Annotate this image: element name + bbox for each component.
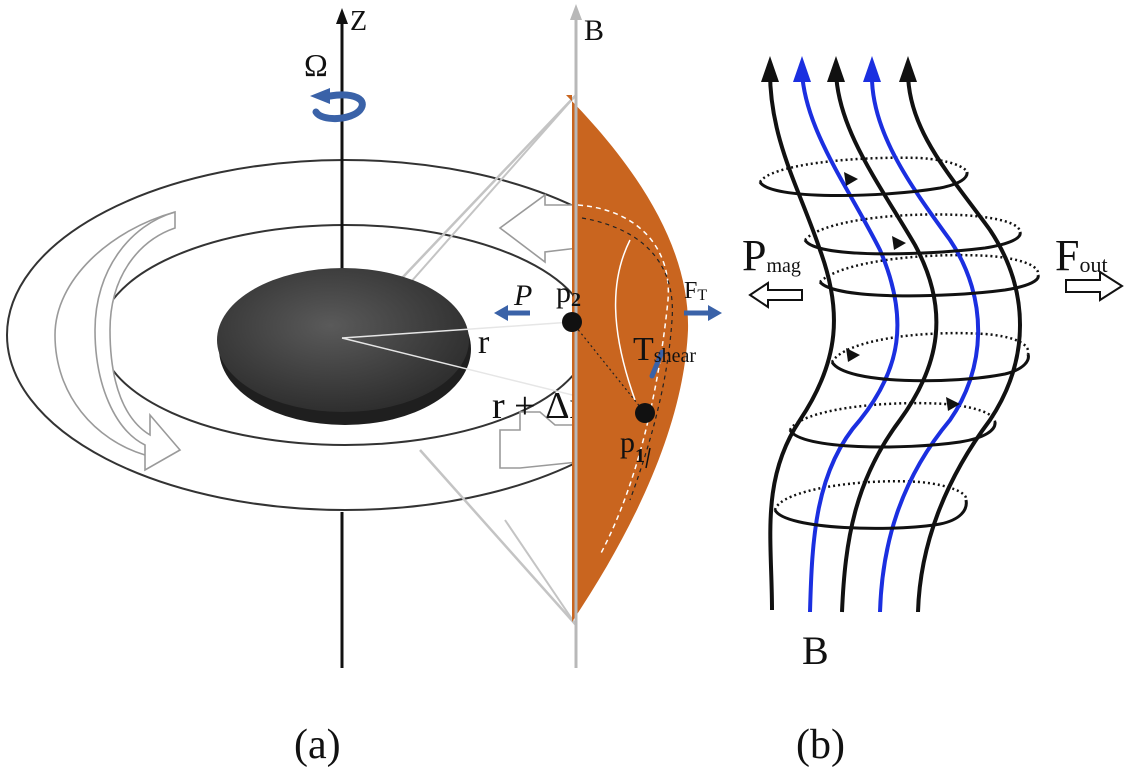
rotation-arrow-icon bbox=[312, 91, 366, 122]
p1-subscript: 1 bbox=[635, 445, 645, 467]
svg-text:p1: p1 bbox=[620, 426, 645, 467]
p1-label: p bbox=[620, 426, 635, 459]
rotation-arrowhead bbox=[310, 88, 330, 104]
p1-tick bbox=[645, 447, 651, 469]
point-p2 bbox=[562, 312, 582, 332]
field-line-blue-2 bbox=[869, 71, 981, 613]
cone-line-top-right bbox=[394, 94, 577, 301]
b-axis-arrowhead bbox=[570, 4, 582, 20]
flux-wedge-black-dashed bbox=[581, 217, 673, 501]
force-label: F bbox=[684, 278, 697, 304]
circulation-arrow-right-bottom bbox=[499, 411, 579, 469]
pmag-subscript: mag bbox=[766, 255, 800, 277]
svg-text:Fout: Fout bbox=[1055, 231, 1108, 280]
helix-loops-front bbox=[758, 171, 1040, 530]
point-p1 bbox=[635, 403, 655, 423]
fout-arrow bbox=[1065, 270, 1124, 302]
svg-text:Tshear: Tshear bbox=[633, 331, 696, 368]
cone-line-bottom-2 bbox=[504, 519, 577, 626]
omega-label: Ω bbox=[304, 47, 328, 83]
circulation-arrow-left bbox=[94, 210, 182, 472]
force-arrowhead bbox=[708, 305, 722, 321]
flux-wedge-dashed-boundary bbox=[577, 204, 670, 556]
pmag-arrow bbox=[748, 281, 803, 309]
p2-label: p bbox=[556, 276, 571, 309]
force-subscript: T bbox=[697, 287, 707, 304]
svg-text:FT: FT bbox=[684, 278, 707, 304]
z-axis-arrowhead bbox=[336, 8, 348, 24]
svg-text:Pmag: Pmag bbox=[742, 231, 801, 280]
caption-b: (b) bbox=[796, 722, 845, 768]
field-label: B bbox=[802, 628, 829, 673]
caption-a: (a) bbox=[294, 722, 341, 768]
panel-a: Z Ω r r + Δr B p2 p1 bbox=[6, 4, 722, 768]
tension-subscript: shear bbox=[654, 345, 697, 367]
pressure-label: P bbox=[513, 279, 532, 312]
panel-b: Pmag Fout B (b) bbox=[742, 56, 1124, 768]
b-axis-label: B bbox=[584, 14, 604, 47]
tension-label: T bbox=[633, 331, 654, 368]
circulation-arrow-right-top bbox=[498, 193, 579, 264]
p2-subscript: 2 bbox=[571, 289, 581, 311]
svg-text:p2: p2 bbox=[556, 276, 581, 311]
radius-label: r bbox=[478, 324, 490, 361]
flux-wedge-white-curve bbox=[614, 239, 636, 401]
loop-direction-arrows bbox=[844, 172, 960, 411]
z-axis-label: Z bbox=[350, 6, 367, 37]
tension-arrow bbox=[649, 349, 665, 379]
cone-line-bottom bbox=[419, 449, 577, 626]
radius-plus-label: r + Δr bbox=[492, 385, 583, 427]
fout-label: F bbox=[1055, 231, 1079, 280]
helix-loops-back bbox=[758, 156, 1040, 511]
radius-line-r bbox=[341, 321, 573, 339]
pressure-arrowhead bbox=[494, 305, 508, 321]
pmag-label: P bbox=[742, 231, 766, 280]
field-line-arrowheads bbox=[761, 56, 917, 82]
field-lines bbox=[768, 71, 1022, 613]
field-line-black-2 bbox=[834, 71, 939, 613]
central-disk bbox=[217, 268, 469, 412]
field-line-black-1 bbox=[768, 71, 836, 611]
field-line-black-3 bbox=[906, 71, 1022, 613]
flux-wedge bbox=[566, 95, 689, 622]
field-line-blue-1 bbox=[800, 71, 900, 613]
circulation-arrow-left-outer bbox=[54, 211, 176, 456]
